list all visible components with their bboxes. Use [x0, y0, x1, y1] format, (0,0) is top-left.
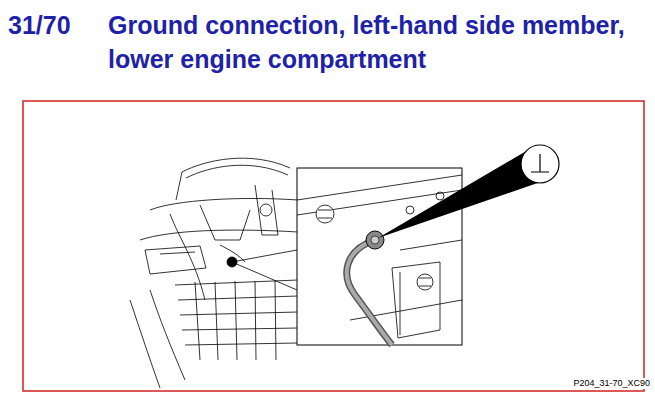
figure-id: P204_31-70_XC90	[572, 378, 651, 389]
ground-cable-highlight	[347, 240, 392, 345]
ground-bolt-center	[371, 236, 379, 244]
frame-border	[23, 101, 644, 391]
callout-circle	[521, 145, 559, 183]
detail-drawing	[297, 175, 462, 338]
car-front-drawing	[130, 158, 298, 388]
section-number: 31/70	[8, 8, 71, 42]
ground-bolt	[366, 231, 384, 249]
heading-title: Ground connection, left-hand side member…	[108, 8, 633, 76]
ground-symbol	[531, 154, 549, 172]
detail-box	[297, 168, 462, 345]
ground-cable	[347, 240, 392, 345]
